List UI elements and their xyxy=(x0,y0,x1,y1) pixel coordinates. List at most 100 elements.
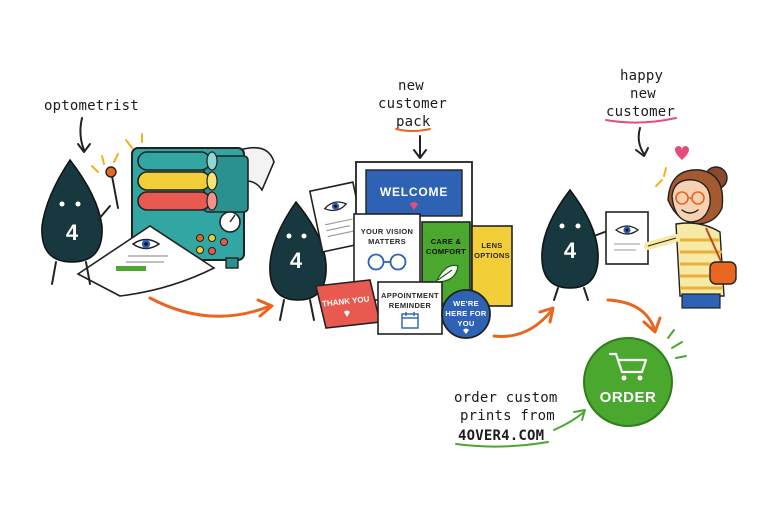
handed-card xyxy=(605,211,649,265)
press-button xyxy=(196,246,204,254)
pack-label-line2: customer xyxy=(378,96,447,112)
held-card xyxy=(308,181,367,253)
eye-icon xyxy=(323,201,348,212)
eye-icon xyxy=(131,238,161,250)
badge-line2: HERE FOR xyxy=(445,309,486,318)
vision-card-line2: MATTERS xyxy=(368,237,406,246)
heart-icon xyxy=(463,328,469,334)
arrow-icon xyxy=(492,308,554,338)
customer-pointer-arrow xyxy=(637,127,645,155)
happy-customer-stage: happy new customer xyxy=(605,68,737,309)
care-card-line2: COMFORT xyxy=(426,247,466,256)
mascot-with-card: 4 xyxy=(269,181,367,321)
website-link[interactable]: 4OVER4.COM xyxy=(458,428,544,444)
sheet-text-lines xyxy=(126,255,168,263)
caption-arrowhead xyxy=(573,409,586,421)
press-lever xyxy=(111,175,119,209)
drop-body xyxy=(41,158,103,263)
leaf-icon xyxy=(435,264,459,283)
arrow-icon xyxy=(606,298,656,330)
shirt-stripes xyxy=(680,238,722,290)
smile xyxy=(681,209,699,214)
calendar-icon xyxy=(401,312,419,329)
pack-label-line3: pack xyxy=(396,114,431,130)
roller-red xyxy=(137,191,211,211)
press-leg xyxy=(225,257,239,269)
printing-press xyxy=(76,133,275,297)
mascot-eye xyxy=(559,223,565,229)
heart-icon xyxy=(675,146,689,160)
lens-card-line1: LENS xyxy=(481,241,502,250)
jeans xyxy=(681,293,721,309)
face xyxy=(671,179,711,223)
customer-figure xyxy=(644,166,737,309)
roller-end xyxy=(206,171,218,191)
appointment-line2: REMINDER xyxy=(389,301,432,310)
order-caption: order custom prints from 4OVER4.COM xyxy=(454,390,586,448)
mascot-eye xyxy=(59,201,65,207)
order-circle[interactable] xyxy=(583,337,673,427)
customer-pointer-arrowhead xyxy=(635,147,649,157)
lens-card-line2: OPTIONS xyxy=(474,251,510,260)
order-label: ORDER xyxy=(600,389,657,406)
roller-end xyxy=(206,151,218,171)
order-caption-line2: prints from xyxy=(460,408,555,424)
eye-icon xyxy=(614,225,640,235)
sheet-green-bar xyxy=(116,266,146,271)
printed-sheet xyxy=(76,225,216,297)
customer-glasses-icon xyxy=(675,191,705,205)
website-underline xyxy=(455,441,549,448)
roller-teal xyxy=(137,151,211,171)
vision-card-line1: YOUR VISION xyxy=(361,227,413,236)
optometrist-stage: optometrist xyxy=(41,98,275,297)
shoulder-bag xyxy=(709,261,737,285)
welcome-text: WELCOME xyxy=(380,185,448,199)
mascot-number: 4 xyxy=(564,238,577,263)
customer-arm-outline xyxy=(647,237,677,247)
mascot-legs xyxy=(553,287,589,301)
spark-lines xyxy=(91,153,119,173)
support-badge xyxy=(441,289,491,339)
customer-label-line1: happy xyxy=(620,68,663,84)
press-button xyxy=(208,247,216,255)
order-button[interactable]: ORDER xyxy=(583,329,687,427)
badge-line1: WE'RE xyxy=(453,299,479,308)
heart-icon xyxy=(410,202,418,210)
arrowhead xyxy=(642,316,662,334)
lever-knob xyxy=(105,166,117,178)
arrow-icon xyxy=(148,296,272,318)
mascot-eye xyxy=(75,201,81,207)
customer-label-line2: new xyxy=(630,86,656,102)
press-button xyxy=(220,238,228,246)
flow-arrow-1 xyxy=(148,296,274,318)
roller-yellow xyxy=(137,171,211,191)
customer-label-underline xyxy=(605,117,677,124)
new-customer-pack: new customer pack WELCOME YOUR VISION MA… xyxy=(315,78,513,339)
spark-lines xyxy=(125,133,143,149)
roller-end xyxy=(206,191,218,211)
appointment-line1: APPOINTMENT xyxy=(381,291,439,300)
pack-label-line1: new xyxy=(398,78,424,94)
mascot-number: 4 xyxy=(66,220,79,245)
pack-label-underline xyxy=(395,128,431,132)
pointer-arrowhead xyxy=(77,143,91,153)
mascot-eye xyxy=(575,223,581,229)
badge-line3: YOU xyxy=(457,319,474,328)
drop-body xyxy=(541,188,599,289)
arrowhead xyxy=(256,298,274,318)
pointer-arrow-icon xyxy=(79,117,85,151)
mascot-legs xyxy=(51,261,91,285)
order-sparkle-lines xyxy=(667,329,687,359)
joy-lines xyxy=(655,167,667,187)
glasses-icon xyxy=(367,253,407,271)
order-caption-line1: order custom xyxy=(454,390,558,406)
flow-arrow-3 xyxy=(606,298,662,334)
press-button xyxy=(196,234,204,242)
care-card-line1: CARE & xyxy=(431,237,462,246)
striped-shirt xyxy=(675,222,725,297)
caption-arrow-icon xyxy=(553,411,585,431)
heart-icon xyxy=(344,310,350,317)
press-button xyxy=(208,234,216,242)
card-text-lines xyxy=(614,243,640,251)
